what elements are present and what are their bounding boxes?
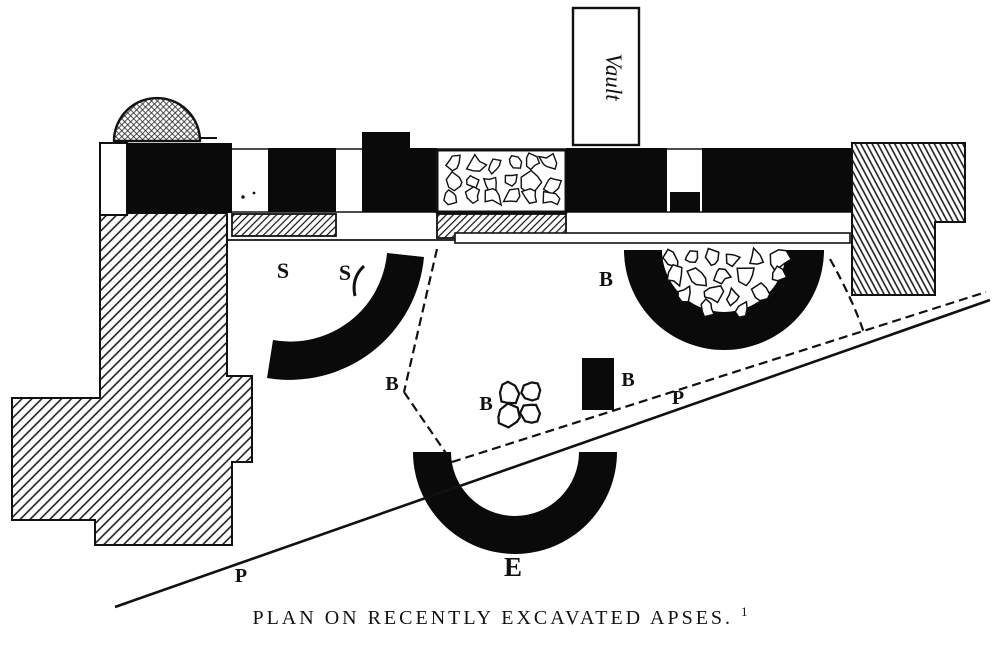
stone — [508, 154, 523, 169]
stone — [502, 187, 521, 203]
stone — [700, 297, 716, 318]
stone-cluster — [497, 380, 542, 429]
label-b-cluster: B — [479, 393, 492, 415]
stone — [484, 187, 503, 207]
dome-apse — [112, 96, 202, 143]
left-white-pier — [99, 142, 128, 216]
left-masonry-mass — [11, 212, 253, 546]
stone — [542, 190, 561, 206]
apse-left — [267, 253, 424, 380]
stone — [444, 154, 461, 172]
caption-text: PLAN ON RECENTLY EXCAVATED APSES. — [252, 607, 733, 629]
stone — [725, 253, 742, 268]
rubble-wall-stones — [443, 152, 563, 207]
label-p-upper: P — [672, 387, 684, 409]
dark-wall-block — [127, 143, 232, 213]
stone — [520, 188, 538, 205]
label-s-right: S — [339, 260, 351, 285]
wall-pier-1 — [268, 148, 336, 212]
stone — [537, 152, 558, 170]
stone — [771, 265, 788, 282]
stone — [498, 380, 521, 405]
stone — [769, 249, 793, 272]
stone — [443, 188, 458, 206]
central-pier — [582, 358, 614, 410]
stone — [445, 170, 463, 192]
stone — [465, 153, 488, 172]
figure-caption: PLAN ON RECENTLY EXCAVATED APSES. 1 — [252, 604, 747, 629]
debris-marks — [241, 191, 256, 199]
label-e-apse: E — [504, 552, 522, 582]
stone — [734, 300, 748, 319]
stone — [520, 381, 542, 402]
stone — [704, 247, 720, 267]
right-masonry-block — [851, 142, 966, 296]
stone — [712, 267, 733, 285]
wall-pier-2 — [362, 148, 437, 212]
wall-opening-block — [670, 192, 700, 212]
stone — [686, 267, 708, 287]
apse-left-fragment — [352, 264, 366, 297]
caption-footnote-mark: 1 — [741, 604, 748, 619]
stone — [736, 267, 755, 287]
vault-label: Vault — [601, 53, 626, 101]
stone — [677, 284, 691, 303]
stone — [703, 285, 725, 304]
stone — [525, 152, 541, 171]
stone — [518, 403, 542, 424]
label-b-rubble: B — [599, 267, 613, 291]
vault-shaft — [571, 6, 641, 147]
label-s-left: S — [277, 258, 289, 283]
stone — [464, 185, 481, 205]
stone — [750, 281, 771, 302]
stone — [487, 158, 502, 175]
ledge-double-line — [454, 232, 851, 244]
apse-right — [624, 250, 824, 350]
wall-pier-3 — [566, 148, 667, 212]
boundary-line-p — [114, 298, 991, 609]
stone — [666, 263, 683, 288]
hatched-strip-left — [231, 213, 337, 237]
label-b-corner: B — [385, 373, 398, 395]
label-b-pier: B — [621, 369, 634, 391]
wall-pier-2-tab — [362, 132, 410, 150]
stone — [542, 177, 563, 195]
stone — [497, 402, 521, 429]
dashed-boundary — [402, 248, 987, 464]
label-p-lower: P — [235, 565, 247, 587]
apse-bottom-e — [413, 452, 617, 554]
stone — [725, 286, 740, 307]
stone — [504, 173, 518, 187]
wall-pier-4 — [702, 148, 852, 212]
apse-rubble-stones — [661, 246, 793, 319]
stone — [749, 246, 765, 265]
stone — [684, 250, 699, 263]
